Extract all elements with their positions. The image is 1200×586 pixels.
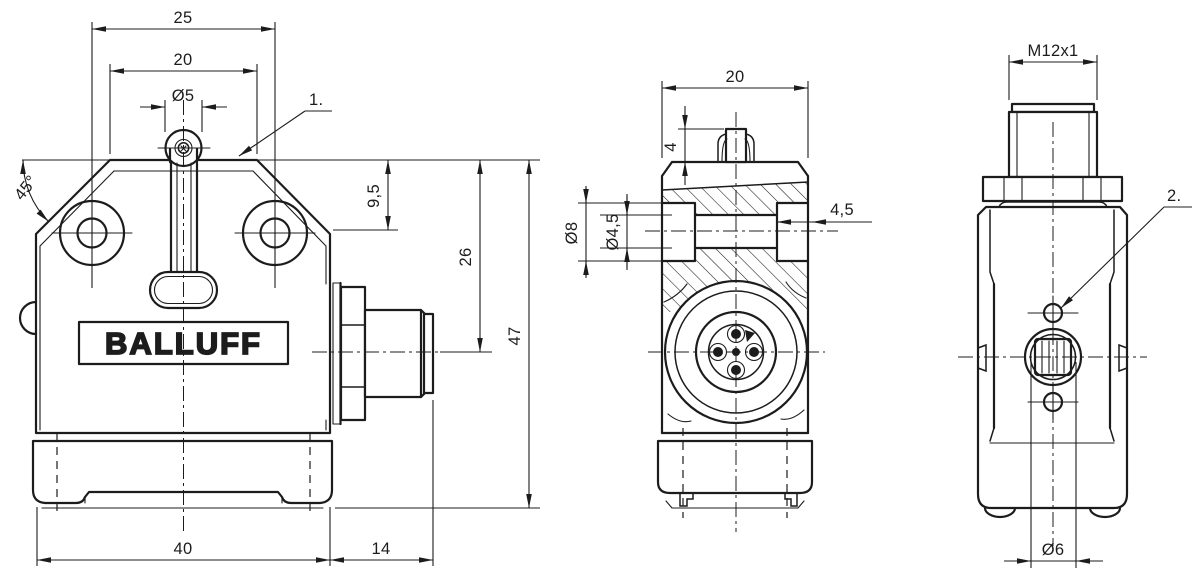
dim-depth: 20 <box>726 68 745 86</box>
callout-1-label: 1. <box>309 91 323 109</box>
connector-keyway <box>745 330 755 342</box>
side-dimensions: 20 4 Ø8 Ø4,5 4,5 <box>563 68 872 278</box>
dim-plunger-travel: 4 <box>662 142 680 151</box>
callout-2-label: 2. <box>1167 187 1181 205</box>
dim-counterbore-depth: 4,5 <box>830 201 854 219</box>
dim-roller-offset: 9,5 <box>365 184 383 208</box>
front-view: BALLUFF 25 20 <box>11 9 540 566</box>
front-base <box>31 433 334 516</box>
dim-thread: M12x1 <box>1027 42 1078 60</box>
dim-bore-diameter: Ø6 <box>1042 541 1065 559</box>
front-dimensions: 25 20 Ø5 45° 9,5 26 47 40 <box>11 9 540 566</box>
rear-connector <box>981 102 1124 208</box>
dim-connector-length: 14 <box>372 540 391 558</box>
rear-view: M12x1 Ø6 2. <box>958 42 1192 568</box>
rear-dimensions: M12x1 Ø6 2. <box>1004 42 1192 568</box>
brand-logo: BALLUFF <box>105 326 262 361</box>
dim-hole-diameter: Ø4,5 <box>604 214 622 251</box>
dim-connector-axis: 26 <box>457 248 475 267</box>
front-connector <box>332 281 435 426</box>
dim-body-width: 40 <box>174 540 193 558</box>
dim-hole-spacing: 25 <box>174 9 193 27</box>
side-view: 20 4 Ø8 Ø4,5 4,5 <box>563 68 872 532</box>
dim-chamfer-angle: 45° <box>11 172 41 203</box>
dim-top-width: 20 <box>174 51 193 69</box>
dim-roller-diameter: Ø5 <box>172 87 195 105</box>
dim-counterbore-diameter: Ø8 <box>563 222 581 245</box>
brand-logo-plate: BALLUFF <box>77 320 290 366</box>
dim-total-height: 47 <box>506 327 524 346</box>
side-base <box>656 428 814 518</box>
